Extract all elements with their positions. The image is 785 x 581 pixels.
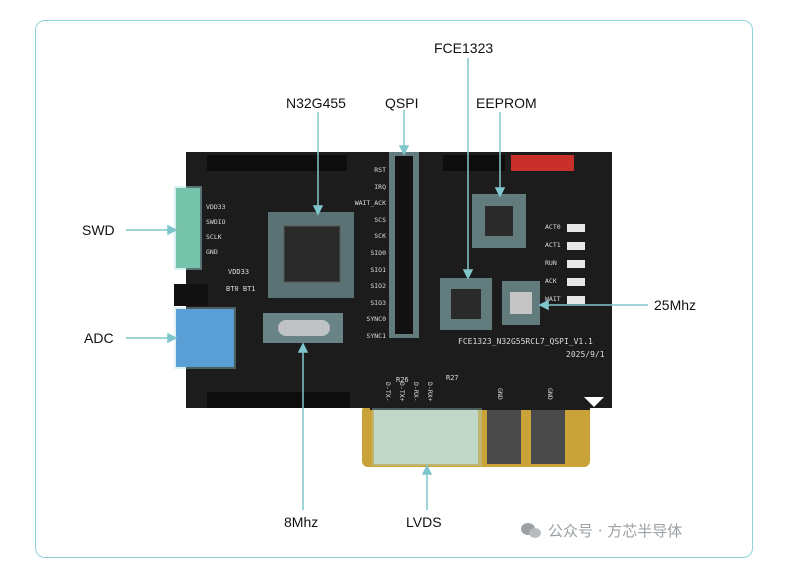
outer-frame (35, 20, 753, 558)
watermark-text: 公众号 · 方芯半导体 (548, 522, 683, 540)
edge-connector (362, 405, 590, 467)
swd-pin-label: VDD33 (206, 203, 226, 211)
lvds-pin-label: D-TX+ (398, 382, 406, 402)
silkscreen-boot: BT0 BT1 (226, 285, 256, 293)
lvds-highlight (372, 408, 482, 466)
label-qspi: QSPI (385, 95, 419, 111)
qspi-pin-label: WAIT_ACK (354, 199, 386, 208)
led-label: RUN (545, 259, 557, 267)
watermark: 公众号 · 方芯半导体 (520, 520, 682, 541)
top-header (207, 155, 574, 171)
led-label: ACT0 (545, 223, 561, 231)
led-label: WAIT (545, 295, 561, 303)
qspi-pin-label: SYNC1 (366, 332, 386, 340)
wechat-icon (521, 522, 541, 538)
silkscreen-r27: R27 (446, 374, 459, 382)
bottom-header (207, 392, 350, 408)
label-8mhz: 8Mhz (284, 514, 319, 530)
gnd-label: GND (546, 388, 554, 400)
label-adc: ADC (84, 330, 114, 346)
callout-lines (126, 58, 648, 510)
orientation-arrow (584, 397, 604, 407)
led-label: ACK (545, 277, 557, 285)
silkscreen-r26: R26 (396, 376, 409, 384)
label-eeprom: EEPROM (476, 95, 537, 111)
qspi-pin-label: SIO2 (370, 282, 386, 291)
lvds-pin-label: D-RX- (412, 382, 420, 402)
lvds-pin-label: D-TX- (384, 382, 392, 402)
label-swd: SWD (82, 222, 115, 238)
qspi-pin-label: SIO1 (370, 265, 386, 274)
label-fce1323: FCE1323 (434, 40, 494, 56)
silkscreen-vdd: VDD33 (228, 268, 250, 276)
silkscreen-board-name: FCE1323_N32G55RCL7_QSPI_V1.1 (458, 337, 593, 346)
qspi-pin-label: SIO3 (370, 298, 386, 307)
qspi-pin-label: SCS (374, 215, 386, 224)
lvds-pin-label: D-RX+ (426, 382, 434, 402)
silkscreen-date: 2025/9/1 (566, 350, 605, 359)
qspi-pin-label: IRQ (374, 182, 386, 191)
qspi-pin-label: RST (374, 166, 386, 174)
gnd-label: GND (496, 388, 504, 400)
label-25mhz: 25Mhz (654, 297, 697, 313)
swd-header (176, 188, 200, 268)
label-lvds: LVDS (406, 514, 442, 530)
qspi-pin-label: SIO0 (370, 249, 386, 257)
swd-pin-label: GND (206, 248, 218, 256)
label-n32g455: N32G455 (286, 95, 346, 111)
swd-pin-label: SCLK (206, 233, 222, 241)
swd-pin-label: SWDIO (206, 218, 226, 226)
qspi-pin-label: SYNC0 (366, 315, 386, 324)
qspi-pin-label: SCK (374, 232, 386, 241)
adc-pot (176, 309, 234, 367)
led-column (567, 224, 585, 304)
led-label: ACT1 (545, 241, 561, 249)
boot-jumpers (174, 284, 208, 306)
